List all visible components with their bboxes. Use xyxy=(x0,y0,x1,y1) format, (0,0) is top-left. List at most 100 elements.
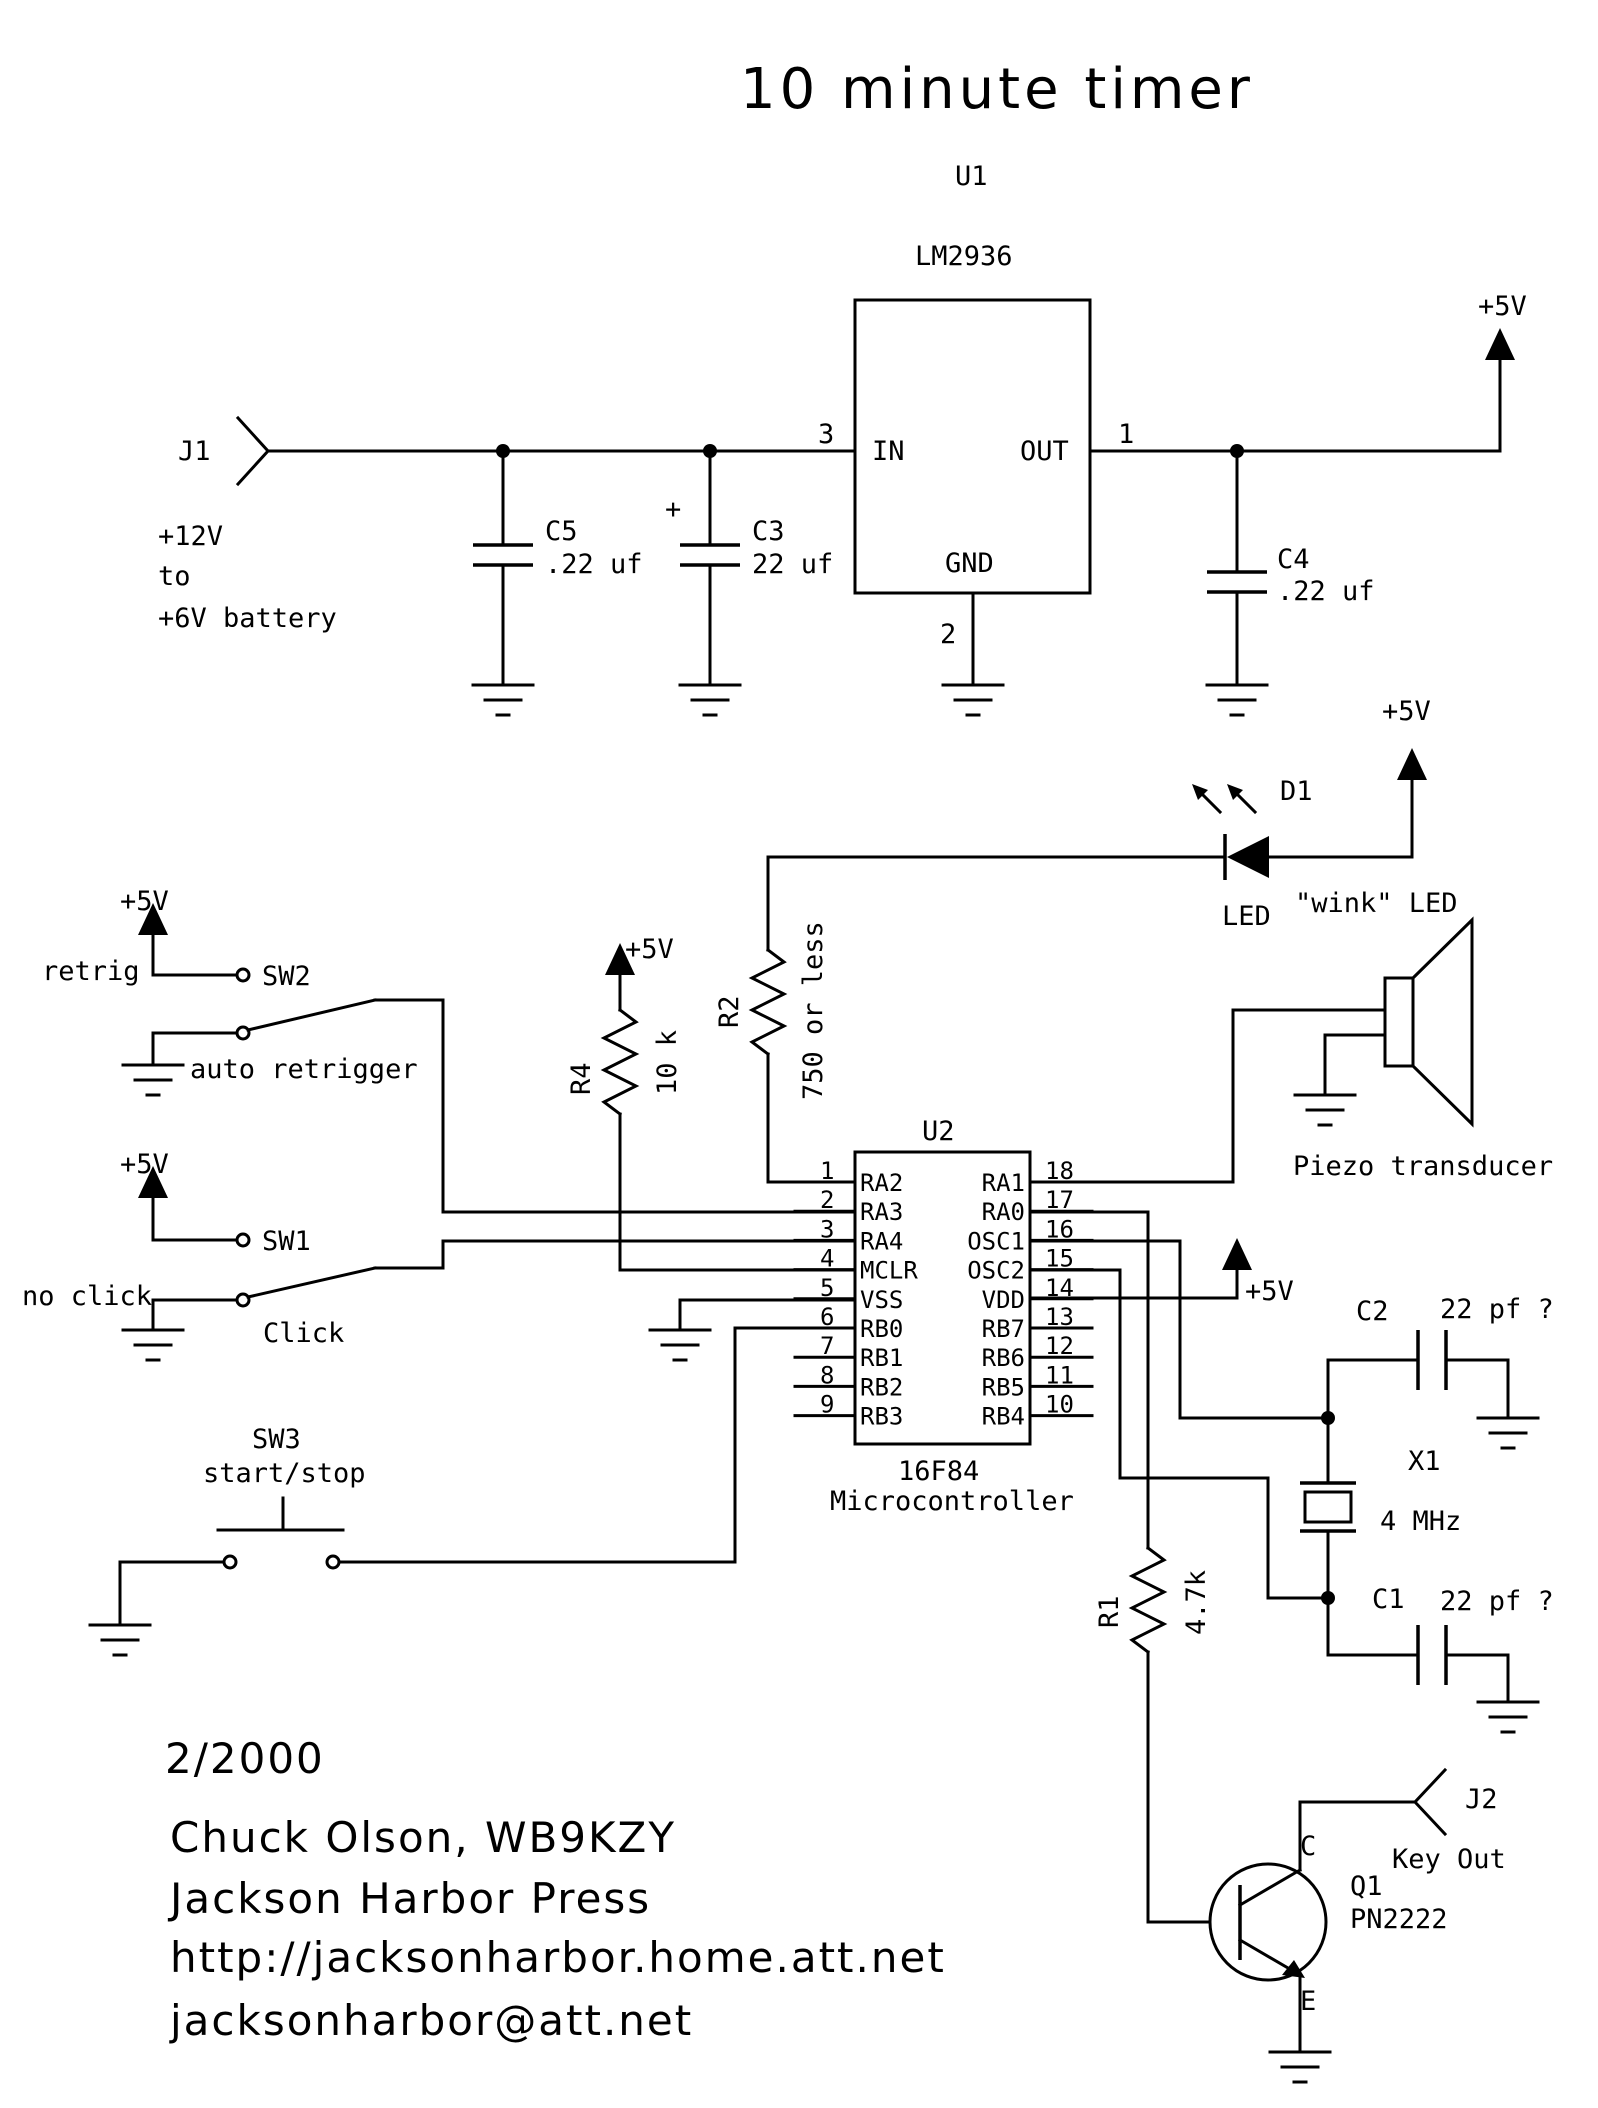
switch-sw2: +5V SW2 retrig auto retrigger xyxy=(42,886,857,1214)
sw1-bottom-label: Click xyxy=(263,1318,344,1349)
mcu-right-pin-name: RA1 xyxy=(982,1169,1025,1197)
q1-part: PN2222 xyxy=(1350,1904,1448,1935)
led-d1: +5V D1 LED "wink" LED xyxy=(766,696,1458,932)
mcu-right-pin-num: 15 xyxy=(1045,1245,1074,1273)
sw3-ref: SW3 xyxy=(252,1424,301,1455)
mcu-right-pin-name: RB7 xyxy=(982,1315,1025,1343)
u1-pin3: 3 xyxy=(818,419,834,450)
switch-sw3: SW3 start/stop xyxy=(88,1424,366,1657)
c1-val: 22 pf ? xyxy=(1440,1586,1554,1617)
mcu-left-pin-num: 7 xyxy=(820,1332,834,1360)
sw2-ref: SW2 xyxy=(262,961,311,992)
c2-ref: C2 xyxy=(1356,1296,1389,1327)
u1-pin-out: OUT xyxy=(1020,436,1069,467)
r4-val: 10 k xyxy=(652,1030,683,1095)
sw1-ref: SW1 xyxy=(262,1226,311,1257)
rail-5v-top: +5V xyxy=(1478,291,1527,322)
u2-desc: Microcontroller xyxy=(830,1486,1074,1517)
rail-5v-vdd: +5V xyxy=(1245,1276,1294,1307)
connector-j2: J2 Key Out xyxy=(1392,1767,1506,1875)
r2-val: 750 or less xyxy=(798,921,829,1100)
capacitor-c3: + C3 22 uf xyxy=(665,449,833,687)
c3-plus: + xyxy=(665,494,681,525)
u1-ref: U1 xyxy=(955,161,988,192)
u2-ref: U2 xyxy=(922,1116,955,1147)
mcu-left-pin-name: RB1 xyxy=(860,1344,903,1372)
c2-val: 22 pf ? xyxy=(1440,1294,1554,1325)
mcu-left-pin-num: 9 xyxy=(820,1391,834,1419)
piezo-transducer: Piezo transducer xyxy=(1028,916,1553,1184)
mcu-left-pin-name: RB0 xyxy=(860,1315,903,1343)
rail-5v-sw2: +5V xyxy=(120,886,169,917)
credit-email: jacksonharbor@att.net xyxy=(169,1996,693,2045)
j2-desc: Key Out xyxy=(1392,1844,1506,1875)
u2-part: 16F84 xyxy=(898,1456,979,1487)
u1-pin-in: IN xyxy=(872,436,905,467)
mcu-left-pin-name: MCLR xyxy=(860,1257,918,1285)
u1-pin-gnd: GND xyxy=(945,548,994,579)
connector-j1: J1 +12V to +6V battery xyxy=(158,415,337,634)
mcu-left-pin-name: RA2 xyxy=(860,1169,903,1197)
mcu-left-pin-num: 2 xyxy=(820,1186,834,1214)
credits-block: 2/2000 Chuck Olson, WB9KZY Jackson Harbo… xyxy=(165,1734,946,2045)
transistor-q1: C E Q1 PN2222 xyxy=(1208,1800,1448,2084)
u1-part: LM2936 xyxy=(915,241,1013,272)
mcu-right-pin-name: RA0 xyxy=(982,1198,1025,1226)
oscillator-circuit: C2 22 pf ? X1 4 MHz C1 22 pf ? xyxy=(1028,1239,1554,1734)
sw1-top-label: no click xyxy=(22,1281,152,1312)
mcu-right-pin-name: RB6 xyxy=(982,1344,1025,1372)
resistor-r1: R1 4.7k xyxy=(1028,1210,1212,1924)
mcu-right-pin-name: OSC1 xyxy=(967,1227,1025,1255)
mcu-right-pin-name: VDD xyxy=(982,1286,1025,1314)
capacitor-c4: C4 .22 uf xyxy=(1207,449,1375,687)
mcu-left-pin-num: 8 xyxy=(820,1361,834,1389)
r1-val: 4.7k xyxy=(1181,1570,1212,1635)
d1-ref: D1 xyxy=(1280,776,1313,807)
j1-desc-1: +12V xyxy=(158,521,223,552)
r2-ref: R2 xyxy=(714,995,745,1028)
mcu-left-pin-num: 4 xyxy=(820,1245,834,1273)
resistor-r2: R2 750 or less xyxy=(714,855,857,1184)
x1-ref: X1 xyxy=(1408,1446,1441,1477)
r4-ref: R4 xyxy=(566,1062,597,1095)
mcu-left-pin-num: 6 xyxy=(820,1303,834,1331)
c5-val: .22 uf xyxy=(545,549,643,580)
j1-ref: J1 xyxy=(178,436,211,467)
q1-collector-label: C xyxy=(1300,1831,1316,1862)
sw2-top-label: retrig xyxy=(42,956,140,987)
d1-desc: "wink" LED xyxy=(1295,888,1458,919)
rail-5v-sw1: +5V xyxy=(120,1149,169,1180)
c3-ref: C3 xyxy=(752,516,785,547)
mcu-left-pin-name: VSS xyxy=(860,1286,903,1314)
c4-ref: C4 xyxy=(1277,544,1310,575)
q1-emitter-label: E xyxy=(1300,1986,1316,2017)
mcu-right-pin-num: 18 xyxy=(1045,1157,1074,1185)
c5-ref: C5 xyxy=(545,516,578,547)
c1-ref: C1 xyxy=(1372,1584,1405,1615)
credit-author: Chuck Olson, WB9KZY xyxy=(170,1813,676,1862)
mcu-right-pin-name: OSC2 xyxy=(967,1257,1025,1285)
rail-5v-r4: +5V xyxy=(625,934,674,965)
sw2-bottom-label: auto retrigger xyxy=(190,1054,418,1085)
mcu-left-pin-num: 3 xyxy=(820,1215,834,1243)
u1-pin2: 2 xyxy=(940,619,956,650)
mcu-right-pin-num: 13 xyxy=(1045,1303,1074,1331)
mcu-left-pin-name: RA4 xyxy=(860,1227,903,1255)
j2-ref: J2 xyxy=(1465,1784,1498,1815)
mcu-right-pin-num: 17 xyxy=(1045,1186,1074,1214)
r1-ref: R1 xyxy=(1094,1595,1125,1628)
rail-5v-led: +5V xyxy=(1382,696,1431,727)
piezo-label: Piezo transducer xyxy=(1293,1151,1553,1182)
resistor-r4: +5V R4 10 k xyxy=(566,934,857,1272)
d1-label: LED xyxy=(1222,901,1271,932)
credit-publisher: Jackson Harbor Press xyxy=(167,1874,651,1923)
c3-val: 22 uf xyxy=(752,549,833,580)
ground-symbols-top xyxy=(471,683,1269,717)
credit-url: http://jacksonharbor.home.att.net xyxy=(170,1933,946,1982)
page-title: 10 minute timer xyxy=(740,57,1254,122)
mcu-right-pin-num: 16 xyxy=(1045,1215,1074,1243)
mcu-right-pin-name: RB4 xyxy=(982,1403,1025,1431)
mcu-left-pin-name: RA3 xyxy=(860,1198,903,1226)
